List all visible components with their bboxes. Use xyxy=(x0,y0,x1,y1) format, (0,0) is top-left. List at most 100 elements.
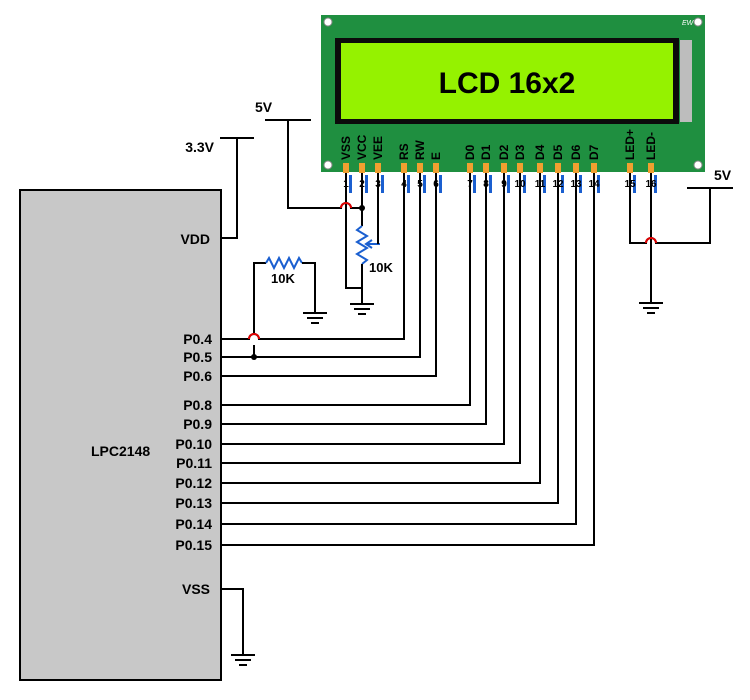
lcd-pin-marker xyxy=(473,175,476,193)
signal-wire-p0-10 xyxy=(221,173,505,445)
signal-wire-p0-14 xyxy=(221,173,577,525)
mcu-port-label: P0.4 xyxy=(183,331,212,347)
lcd-pin-marker xyxy=(507,175,510,193)
lcd-pin-name: D2 xyxy=(497,144,511,160)
vdd-wire xyxy=(221,138,238,239)
lcd-pin-pad xyxy=(517,163,523,173)
ground-icon xyxy=(231,654,255,666)
lcd-pin-name: D1 xyxy=(479,144,493,160)
lcd-pin-pad xyxy=(359,163,365,173)
lcd-pin-marker xyxy=(597,175,600,193)
lcd-pin-name: D6 xyxy=(569,144,583,160)
ground-icon xyxy=(639,302,663,314)
lcd-pin-pad xyxy=(591,163,597,173)
mcu-port-label: P0.9 xyxy=(183,416,212,432)
lcd-pin-pad xyxy=(555,163,561,173)
lcd-pin-name: LED+ xyxy=(623,129,637,160)
mcu-port-label: P0.11 xyxy=(176,455,212,471)
lcd-pin-marker xyxy=(349,175,352,193)
wire-crossover-hop xyxy=(340,202,352,209)
lcd-pin-pad xyxy=(417,163,423,173)
lcd-pin-pad xyxy=(483,163,489,173)
mcu-port-label: P0.15 xyxy=(175,537,212,553)
ground-icon xyxy=(350,303,374,315)
signal-wire-p0-12 xyxy=(221,173,541,484)
lcd-corner-mark: EW xyxy=(682,20,695,27)
mcu-port-label: P0.12 xyxy=(175,475,212,491)
lcd-pin-marker xyxy=(543,175,546,193)
lcd-pin-pad xyxy=(467,163,473,173)
lcd-pin-marker xyxy=(561,175,564,193)
lcd-pin-name: LED- xyxy=(644,132,658,160)
lcd-pin-marker xyxy=(523,175,526,193)
lcd-pin-pad xyxy=(537,163,543,173)
resistor-icon xyxy=(265,255,303,271)
lcd-pin-pad xyxy=(433,163,439,173)
mount-hole xyxy=(323,17,333,27)
pot-label: 10K xyxy=(369,260,393,275)
junction-dot xyxy=(359,205,365,211)
supply-5v-right-label: 5V xyxy=(714,167,732,183)
mcu-port-label: P0.14 xyxy=(175,516,212,532)
lcd-pin-pad xyxy=(573,163,579,173)
lcd-title: LCD 16x2 xyxy=(439,67,576,100)
lcd-pin-name: D5 xyxy=(551,144,565,160)
lcd-pin-pad xyxy=(648,163,654,173)
lcd-pin-marker xyxy=(365,175,368,193)
potentiometer-icon xyxy=(355,225,369,265)
ground-symbols xyxy=(231,302,663,666)
lcd-pin-marker xyxy=(489,175,492,193)
lcd-screen xyxy=(341,43,673,119)
lcd-pin-name: E xyxy=(429,152,443,160)
pullup-right-wire xyxy=(302,262,316,313)
mcu-port-label: P0.13 xyxy=(175,495,212,511)
mcu-port-labels: P0.4P0.5P0.6P0.8P0.9P0.10P0.11P0.12P0.13… xyxy=(175,331,212,553)
pullup-label: 10K xyxy=(271,271,295,286)
signal-wire-p0-5 xyxy=(221,173,421,358)
signal-wire-p0-13 xyxy=(221,173,559,504)
signal-wire-p0-4 xyxy=(221,173,405,340)
lcd-pin-marker xyxy=(654,175,657,193)
signal-wire-p0-6 xyxy=(221,173,437,377)
supply-3v3-label: 3.3V xyxy=(185,139,214,155)
wire-crossover-hop xyxy=(645,237,657,244)
signal-wire-p0-8 xyxy=(221,173,471,406)
signal-wire-p0-11 xyxy=(221,173,521,464)
lcd-pin-name: D4 xyxy=(533,144,547,160)
lcd-pin-marker xyxy=(423,175,426,193)
mount-hole xyxy=(323,160,333,170)
lcd-pin-marker xyxy=(407,175,410,193)
lcd-pin-marker xyxy=(439,175,442,193)
mcu-name: LPC2148 xyxy=(91,443,150,459)
wire-crossover-hop xyxy=(248,333,260,340)
mcu-body xyxy=(19,189,222,681)
ground-icon xyxy=(303,312,327,324)
lcd-pin-name: VEE xyxy=(371,136,385,160)
mcu-vss-wire xyxy=(221,588,244,655)
signal-wire-p0-15 xyxy=(221,173,595,546)
lcd-pin-pad xyxy=(343,163,349,173)
mcu-port-label: P0.6 xyxy=(183,368,212,384)
junction-dot xyxy=(251,354,257,360)
mount-hole xyxy=(693,160,703,170)
lcd-pin-pad xyxy=(375,163,381,173)
lcd-pin-marker xyxy=(579,175,582,193)
lcd-pin-name: D0 xyxy=(463,144,477,160)
lcd-pin-marker xyxy=(633,175,636,193)
lcd-vss-wire xyxy=(345,173,362,289)
pullup-left-wire xyxy=(253,262,266,333)
lcd-pin-name: RS xyxy=(397,143,411,160)
lcd-pin-pad xyxy=(401,163,407,173)
lcd-pin-name: RW xyxy=(413,140,427,160)
supply-5v-left-label: 5V xyxy=(255,99,273,115)
mcu-port-label: P0.5 xyxy=(183,349,212,365)
lcd-pin-pad xyxy=(501,163,507,173)
lcd-pin-name: D3 xyxy=(513,144,527,160)
mcu-port-label: P0.8 xyxy=(183,397,212,413)
lcd-backlight-edge xyxy=(680,40,692,122)
signal-wires xyxy=(221,173,657,546)
mcu-port-label: P0.10 xyxy=(175,436,212,452)
lcd-pin-name: D7 xyxy=(587,144,601,160)
